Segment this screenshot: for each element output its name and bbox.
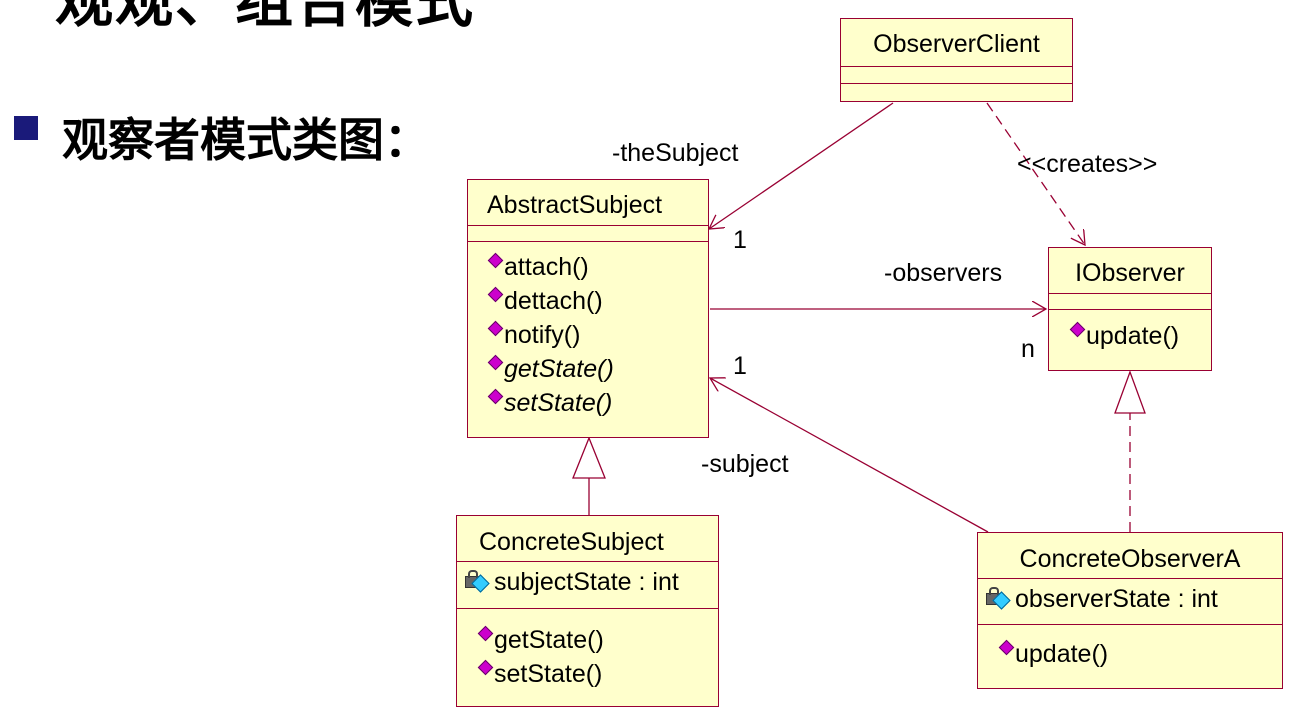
operation-update: update() [1071, 319, 1211, 353]
class-concrete-observer-a[interactable]: ConcreteObserverA observerState : int up… [977, 532, 1283, 689]
operations-section: update() [978, 625, 1282, 671]
multiplicity-1-bottom: 1 [733, 352, 747, 380]
operations-section: getState() setState() [457, 609, 718, 691]
association-theSubject [709, 102, 894, 229]
bullet-square-icon [14, 116, 38, 140]
attributes-section [841, 67, 1072, 84]
operation-dettach: dettach() [489, 284, 708, 318]
attribute-observerstate: observerState : int [985, 582, 1282, 616]
private-attribute-icon [985, 587, 1013, 611]
attributes-section [468, 226, 708, 242]
class-name: AbstractSubject [468, 180, 708, 226]
attributes-section: subjectState : int [457, 562, 718, 609]
operation-update: update() [1000, 637, 1282, 671]
operations-section: update() [1049, 310, 1211, 353]
slide-title: 观观、组合模式 [55, 0, 476, 35]
realization-triangle-observer [1114, 370, 1146, 414]
operation-icon [489, 261, 501, 273]
operations-section [841, 84, 1072, 101]
class-name: ObserverClient [841, 19, 1072, 67]
operation-attach: attach() [489, 250, 708, 284]
class-concrete-subject[interactable]: ConcreteSubject subjectState : int getSt… [456, 515, 719, 707]
operation-icon [1000, 648, 1012, 660]
operation-icon [489, 329, 501, 341]
stereotype-label-creates: <<creates>> [1017, 150, 1158, 178]
association-subject [710, 378, 989, 533]
attributes-section [1049, 294, 1211, 310]
class-name: ConcreteObserverA [978, 533, 1282, 579]
multiplicity-n: n [1021, 335, 1035, 363]
generalization-triangle-subject [572, 436, 606, 479]
class-iobserver[interactable]: IObserver update() [1048, 247, 1212, 371]
operation-setstate: setState() [479, 657, 718, 691]
operation-getstate: getState() [479, 623, 718, 657]
role-label-observers: -observers [884, 259, 1003, 287]
operation-notify: notify() [489, 318, 708, 352]
operation-setstate: setState() [489, 386, 708, 420]
class-abstract-subject[interactable]: AbstractSubject attach() dettach() notif… [467, 179, 709, 438]
dependency-creates [986, 102, 1085, 245]
operation-icon [479, 668, 491, 680]
operation-icon [489, 363, 501, 375]
private-attribute-icon [464, 570, 492, 594]
attributes-section: observerState : int [978, 579, 1282, 625]
role-label-the-subject: -theSubject [612, 139, 739, 167]
section-heading: 观察者模式类图： [62, 113, 430, 167]
role-label-subject: -subject [701, 450, 789, 478]
operation-icon [479, 634, 491, 646]
multiplicity-1-top: 1 [733, 226, 747, 254]
operation-icon [1071, 330, 1083, 342]
class-observer-client[interactable]: ObserverClient [840, 18, 1073, 102]
attribute-subjectstate: subjectState : int [464, 565, 718, 599]
operation-icon [489, 295, 501, 307]
operation-getstate: getState() [489, 352, 708, 386]
operation-icon [489, 397, 501, 409]
operations-section: attach() dettach() notify() getState() s… [468, 242, 708, 420]
class-name: IObserver [1049, 248, 1211, 294]
class-name: ConcreteSubject [457, 516, 718, 562]
